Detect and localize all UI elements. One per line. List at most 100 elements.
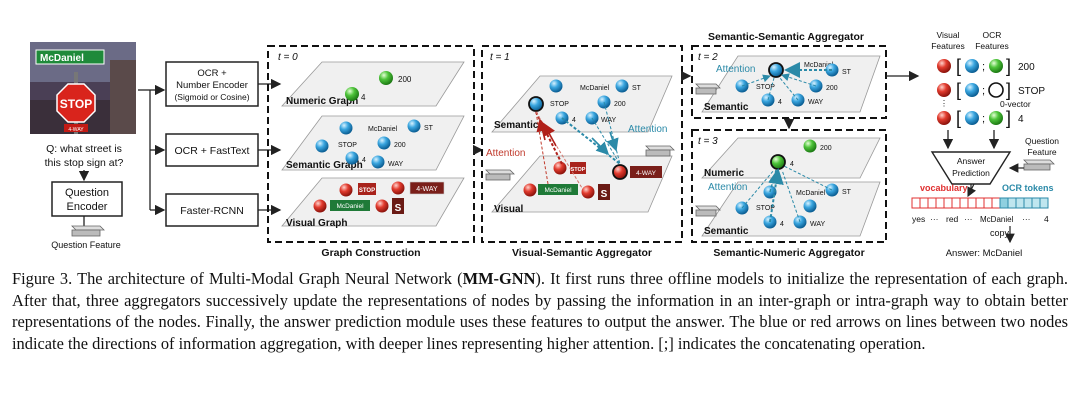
vs-node-mcdaniel (549, 79, 563, 93)
sn-feature-vector-icon (695, 205, 721, 217)
ocr-features-line-2: Features (975, 41, 1009, 51)
sn-tok-4: 4 (780, 221, 784, 228)
vis-crop-4way-text: 4-WAY (416, 186, 438, 193)
sn-num-4: 4 (790, 161, 794, 168)
vs-feature-vector-right-icon (645, 145, 675, 157)
numeric-node-200 (379, 71, 393, 85)
vs-vis-node-2 (612, 164, 628, 180)
svg-text:]: ] (1006, 108, 1011, 128)
ocr-token-cells (999, 197, 1049, 209)
t0-label: t = 0 (278, 52, 298, 63)
vis-crop-s-glyph: S (395, 203, 402, 214)
vis-node-1 (339, 183, 353, 197)
vs-node-st (615, 79, 629, 93)
vs-tok-st: ST (632, 85, 642, 92)
question-encoder-box (51, 181, 123, 217)
sem-tok-st: ST (424, 125, 434, 132)
vs-attention-edges (535, 101, 621, 189)
street-sign-text: McDaniel (40, 53, 84, 64)
vs-tok-200: 200 (614, 101, 626, 108)
sn-semantic-plane (701, 181, 881, 237)
vs-vis-crop-4way (630, 166, 662, 178)
vs-vis-node-3 (523, 183, 537, 197)
answer-row-stop: [ ; ] (937, 80, 1011, 100)
sem-tok-200: 200 (394, 142, 406, 149)
sn-num-node-200 (803, 139, 817, 153)
vs-vis-crop-stop-text: STOP (571, 167, 586, 173)
graph-construction-panel (267, 45, 475, 243)
sn-num-node-4 (770, 154, 786, 170)
faster-rcnn-label: Faster-RCNN (180, 205, 244, 217)
svg-text:;: ; (982, 61, 985, 73)
vs-feature-vector-left-icon (485, 169, 515, 181)
visual-features-line-2: Features (931, 41, 965, 51)
sn-tok-mcdaniel: McDaniel (796, 190, 826, 197)
vocabulary-label: vocabulary (920, 183, 968, 193)
svg-text:[: [ (956, 108, 961, 128)
vs-attention-right-label: Attention (628, 124, 667, 135)
semantic-numeric-caption: Semantic-Numeric Aggregator (713, 247, 864, 259)
vs-vis-crop-4way-text: 4-WAY (636, 170, 657, 177)
numeric-node-200-label: 200 (398, 75, 412, 84)
sem-node-stop (315, 139, 329, 153)
answer-prediction-trapezoid (930, 151, 1012, 185)
sn-numeric-plane (701, 137, 881, 179)
vis-crop-stop (358, 183, 376, 195)
question-feature-label: Question Feature (51, 240, 121, 250)
answer-question-feature-line-1: Question (1025, 136, 1059, 146)
svg-text:[: [ (956, 56, 961, 76)
ss-node-mcdaniel (768, 62, 784, 78)
sn-attention-edges (741, 165, 833, 223)
answer-text: Answer: McDaniel (946, 248, 1023, 259)
answer-question-feature-icon (1023, 159, 1055, 171)
vocab-red: red (946, 214, 959, 224)
numeric-plane (281, 61, 465, 107)
sn-tok-stop: STOP (756, 205, 775, 212)
caption-body: ). It first runs three offline models to… (12, 269, 1068, 353)
ss-tok-4: 4 (778, 99, 782, 106)
answer-row-200: [ ; ] (937, 56, 1011, 76)
mm-gnn-architecture-figure: McDaniel STOP 4-WAY Q: what street is th… (30, 30, 1059, 259)
svg-text:[: [ (956, 80, 961, 100)
semantic-graph-label: Semantic Graph (286, 160, 363, 171)
t3-label: t = 3 (698, 136, 718, 147)
ocr-tokens-label: OCR tokens (1002, 183, 1054, 193)
sem-tok-way: WAY (388, 161, 403, 168)
vocab-dots-1: ··· (930, 214, 939, 224)
sem-node-way (371, 155, 385, 169)
ocr-fasttext-label: OCR + FastText (175, 145, 250, 157)
vocabulary-cells (911, 197, 1001, 209)
svg-text:;: ; (982, 113, 985, 125)
copy-label: copy (990, 228, 1010, 238)
question-line-1: Q: what street is (46, 143, 122, 155)
vs-semantic-label: Semantic (494, 120, 539, 131)
vs-tok-4: 4 (572, 117, 576, 124)
ocr-fasttext-box (165, 133, 259, 167)
vis-crop-stop-text: STOP (359, 188, 375, 194)
vis-crop-s (392, 198, 404, 214)
visual-semantic-panel (481, 45, 683, 243)
ss-tok-stop: STOP (756, 84, 775, 91)
visual-graph-label: Visual Graph (286, 218, 348, 229)
vocab-dots-2: ··· (964, 214, 973, 224)
stop-sign-text: STOP (60, 97, 92, 111)
svg-text:]: ] (1006, 80, 1011, 100)
ss-tok-mcdaniel: McDaniel (804, 62, 834, 69)
t2-label: t = 2 (698, 52, 718, 63)
vs-node-stop (528, 96, 544, 112)
numeric-graph-label: Numeric Graph (286, 96, 358, 107)
sn-numeric-label: Numeric (704, 168, 744, 179)
ss-tok-st: ST (842, 69, 852, 76)
vis-node-4 (375, 199, 389, 213)
numeric-node-4-label: 4 (361, 93, 366, 102)
vs-vis-crop-stop (570, 162, 586, 174)
caption-model-name: MM-GNN (462, 269, 536, 288)
vis-crop-mcdaniel-text: McDaniel (336, 203, 364, 210)
vs-attention-left-label: Attention (486, 148, 525, 159)
vs-tok-mcdaniel: McDaniel (580, 85, 610, 92)
ocr-number-encoder-line-1: OCR + (197, 68, 227, 79)
answer-row-4: [ ; ] (937, 108, 1011, 128)
sem-node-mcdaniel (339, 121, 353, 135)
question-line-2: this stop sign at? (45, 157, 124, 169)
sem-node-4 (345, 151, 359, 165)
